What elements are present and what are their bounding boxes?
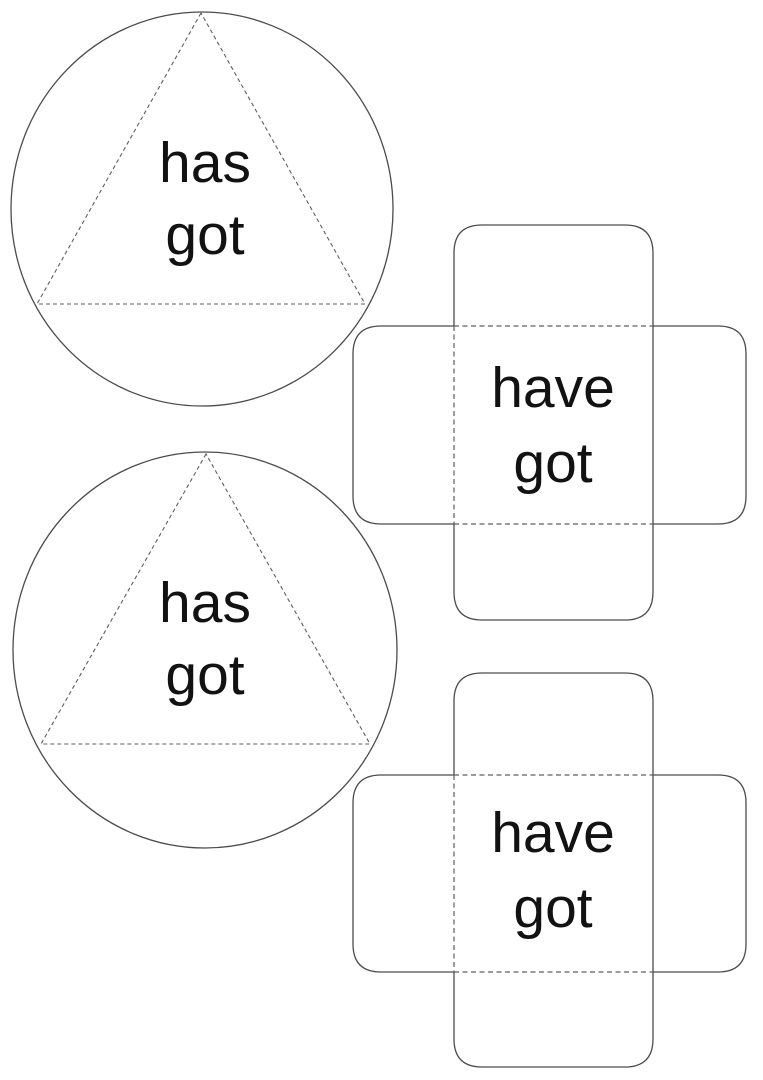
template-label-line: has [159, 131, 251, 195]
box-right-tab-outline [653, 325, 747, 525]
box-vertical-tab-outline [453, 672, 654, 1068]
circle-cut-outline [12, 451, 398, 849]
box-template-2: have got [352, 672, 747, 1068]
template-label-line: got [165, 203, 244, 267]
circle-template-1: has got [10, 11, 394, 407]
box-left-tab-outline [352, 325, 454, 525]
circle-cut-outline [10, 11, 394, 407]
box-fold-lines [453, 325, 653, 525]
circle-template-2: has got [12, 451, 398, 849]
template-label-line: got [513, 876, 592, 940]
fold-triangle [36, 11, 366, 305]
box-template-1: have got [352, 224, 747, 621]
box-left-tab-outline [352, 774, 454, 973]
template-label-line: have [491, 356, 615, 420]
template-label-line: has [159, 571, 251, 635]
box-vertical-tab-outline [453, 224, 654, 621]
fold-triangle [40, 452, 371, 745]
template-label-line: got [165, 643, 244, 707]
template-label-line: got [513, 431, 592, 495]
template-label-line: have [491, 801, 615, 865]
box-right-tab-outline [653, 774, 747, 973]
box-fold-lines [453, 774, 653, 973]
